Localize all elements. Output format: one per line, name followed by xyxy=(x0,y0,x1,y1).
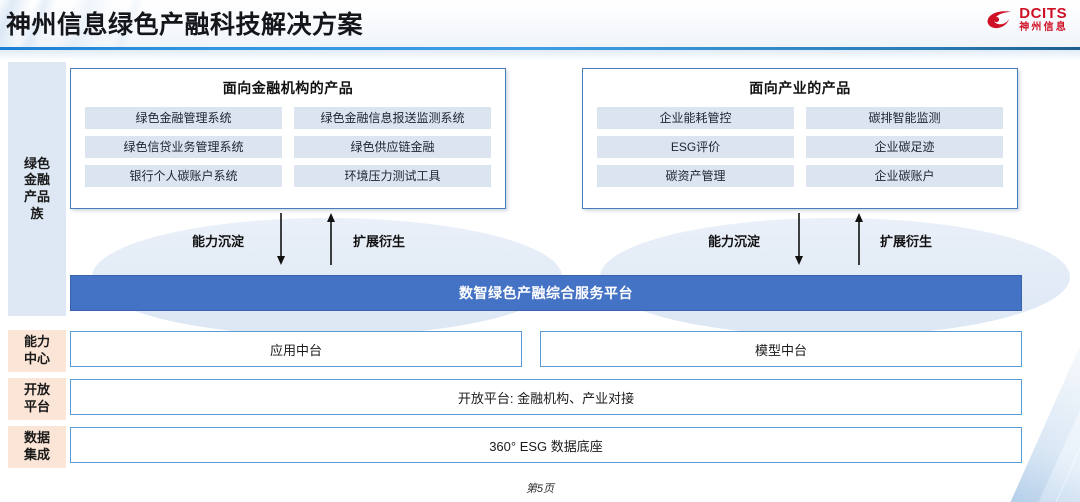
rail-label-line: 平台 xyxy=(23,399,50,414)
box-open-platform[interactable]: 开放平台: 金融机构、产业对接 xyxy=(70,379,1022,415)
rail-label-line: 中心 xyxy=(23,351,50,366)
product-chip[interactable]: 绿色金融信息报送监测系统 xyxy=(294,107,491,129)
rail-label-line: 数据 xyxy=(23,430,50,446)
product-chip[interactable]: 碳排智能监测 xyxy=(806,107,1003,129)
flow-group-left: 能力沉淀 扩展衍生 xyxy=(170,213,420,273)
page-number: 第5页 xyxy=(525,483,555,495)
ribbon-stripe xyxy=(1044,330,1080,502)
product-chip[interactable]: 碳资产管理 xyxy=(597,165,794,187)
rail-label-green-finance-products: 绿色 金融 产品 族 xyxy=(8,62,66,316)
rail-label-line: 绿色 xyxy=(23,155,50,171)
header-divider-rule xyxy=(0,47,1080,50)
logo-text-cn: 神州信息 xyxy=(1019,22,1068,33)
arrow-down-icon xyxy=(793,213,805,265)
box-esg-data-foundation[interactable]: 360° ESG 数据底座 xyxy=(70,427,1022,463)
box-label: 应用中台 xyxy=(269,342,322,358)
rail-label-line: 能力 xyxy=(23,334,50,350)
platform-bar[interactable]: 数智绿色产融综合服务平台 xyxy=(70,275,1022,311)
rail-label-line: 族 xyxy=(30,205,44,221)
dcits-swirl-icon xyxy=(986,9,1014,31)
product-chip[interactable]: 企业碳足迹 xyxy=(806,136,1003,158)
product-chip[interactable]: ESG评价 xyxy=(597,136,794,158)
rail-label-data-integration: 数据 集成 xyxy=(8,426,66,468)
rail-label-ability-center: 能力 中心 xyxy=(8,330,66,372)
rail-label-line: 产品 xyxy=(23,189,50,204)
flow-label-capability-precipitation: 能力沉淀 xyxy=(708,234,761,249)
page-title: 神州信息绿色产融科技解决方案 xyxy=(6,11,364,39)
rail-label-line: 集成 xyxy=(23,447,50,462)
header-divider-shadow xyxy=(0,50,1080,60)
rail-label-line: 开放 xyxy=(23,382,50,398)
ribbon-stripe xyxy=(1026,330,1080,502)
flow-group-right: 能力沉淀 扩展衍生 xyxy=(690,213,950,273)
rail-label-open-platform: 开放 平台 xyxy=(8,378,66,420)
box-label: 模型中台 xyxy=(754,342,807,358)
arrow-up-icon xyxy=(325,213,337,265)
logo-text-en: DCITS xyxy=(1019,5,1068,22)
product-chip-grid: 企业能耗管控 碳排智能监测 ESG评价 企业碳足迹 碳资产管理 企业碳账户 xyxy=(583,98,1017,187)
box-label: 360° ESG 数据底座 xyxy=(489,438,603,454)
product-chip-grid: 绿色金融管理系统 绿色金融信息报送监测系统 绿色信贷业务管理系统 绿色供应链金融… xyxy=(71,98,505,187)
arrow-up-icon xyxy=(853,213,865,265)
panel-title: 面向金融机构的产品 xyxy=(222,80,354,96)
rail-label-line: 金融 xyxy=(23,172,50,188)
platform-bar-label: 数智绿色产融综合服务平台 xyxy=(459,285,633,301)
panel-title: 面向产业的产品 xyxy=(749,80,851,96)
product-chip[interactable]: 绿色供应链金融 xyxy=(294,136,491,158)
panel-financial-institution-products: 面向金融机构的产品 绿色金融管理系统 绿色金融信息报送监测系统 绿色信贷业务管理… xyxy=(70,68,506,209)
product-chip[interactable]: 环境压力测试工具 xyxy=(294,165,491,187)
box-label: 开放平台: 金融机构、产业对接 xyxy=(457,390,635,406)
box-model-middle-platform[interactable]: 模型中台 xyxy=(540,331,1022,367)
product-chip[interactable]: 绿色信贷业务管理系统 xyxy=(85,136,282,158)
product-chip[interactable]: 企业能耗管控 xyxy=(597,107,794,129)
flow-label-capability-precipitation: 能力沉淀 xyxy=(192,234,245,249)
product-chip[interactable]: 银行个人碳账户系统 xyxy=(85,165,282,187)
dcits-logo: DCITS 神州信息 xyxy=(986,6,1068,33)
arrow-down-icon xyxy=(275,213,287,265)
flow-label-expansion-derivation: 扩展衍生 xyxy=(880,234,933,249)
panel-industry-products: 面向产业的产品 企业能耗管控 碳排智能监测 ESG评价 企业碳足迹 碳资产管理 … xyxy=(582,68,1018,209)
product-chip[interactable]: 企业碳账户 xyxy=(806,165,1003,187)
slide-header: 神州信息绿色产融科技解决方案 DCITS 神州信息 xyxy=(0,0,1080,49)
box-application-middle-platform[interactable]: 应用中台 xyxy=(70,331,522,367)
product-chip[interactable]: 绿色金融管理系统 xyxy=(85,107,282,129)
flow-label-expansion-derivation: 扩展衍生 xyxy=(353,234,406,249)
